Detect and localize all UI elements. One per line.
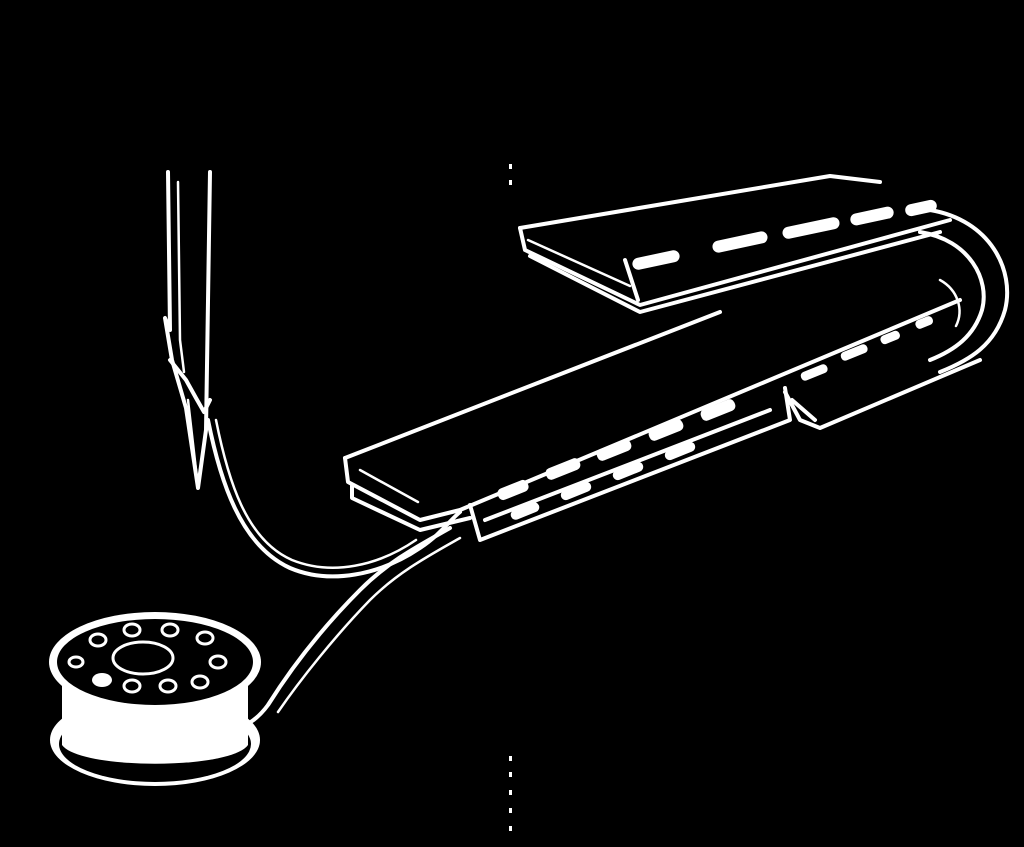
plate-bend xyxy=(800,208,1010,381)
thread xyxy=(206,418,462,728)
upper-plate xyxy=(518,174,952,314)
lower-plate xyxy=(343,298,982,542)
scan-marks xyxy=(509,164,512,831)
sewing-needle xyxy=(163,170,212,490)
bobbin xyxy=(49,612,261,786)
